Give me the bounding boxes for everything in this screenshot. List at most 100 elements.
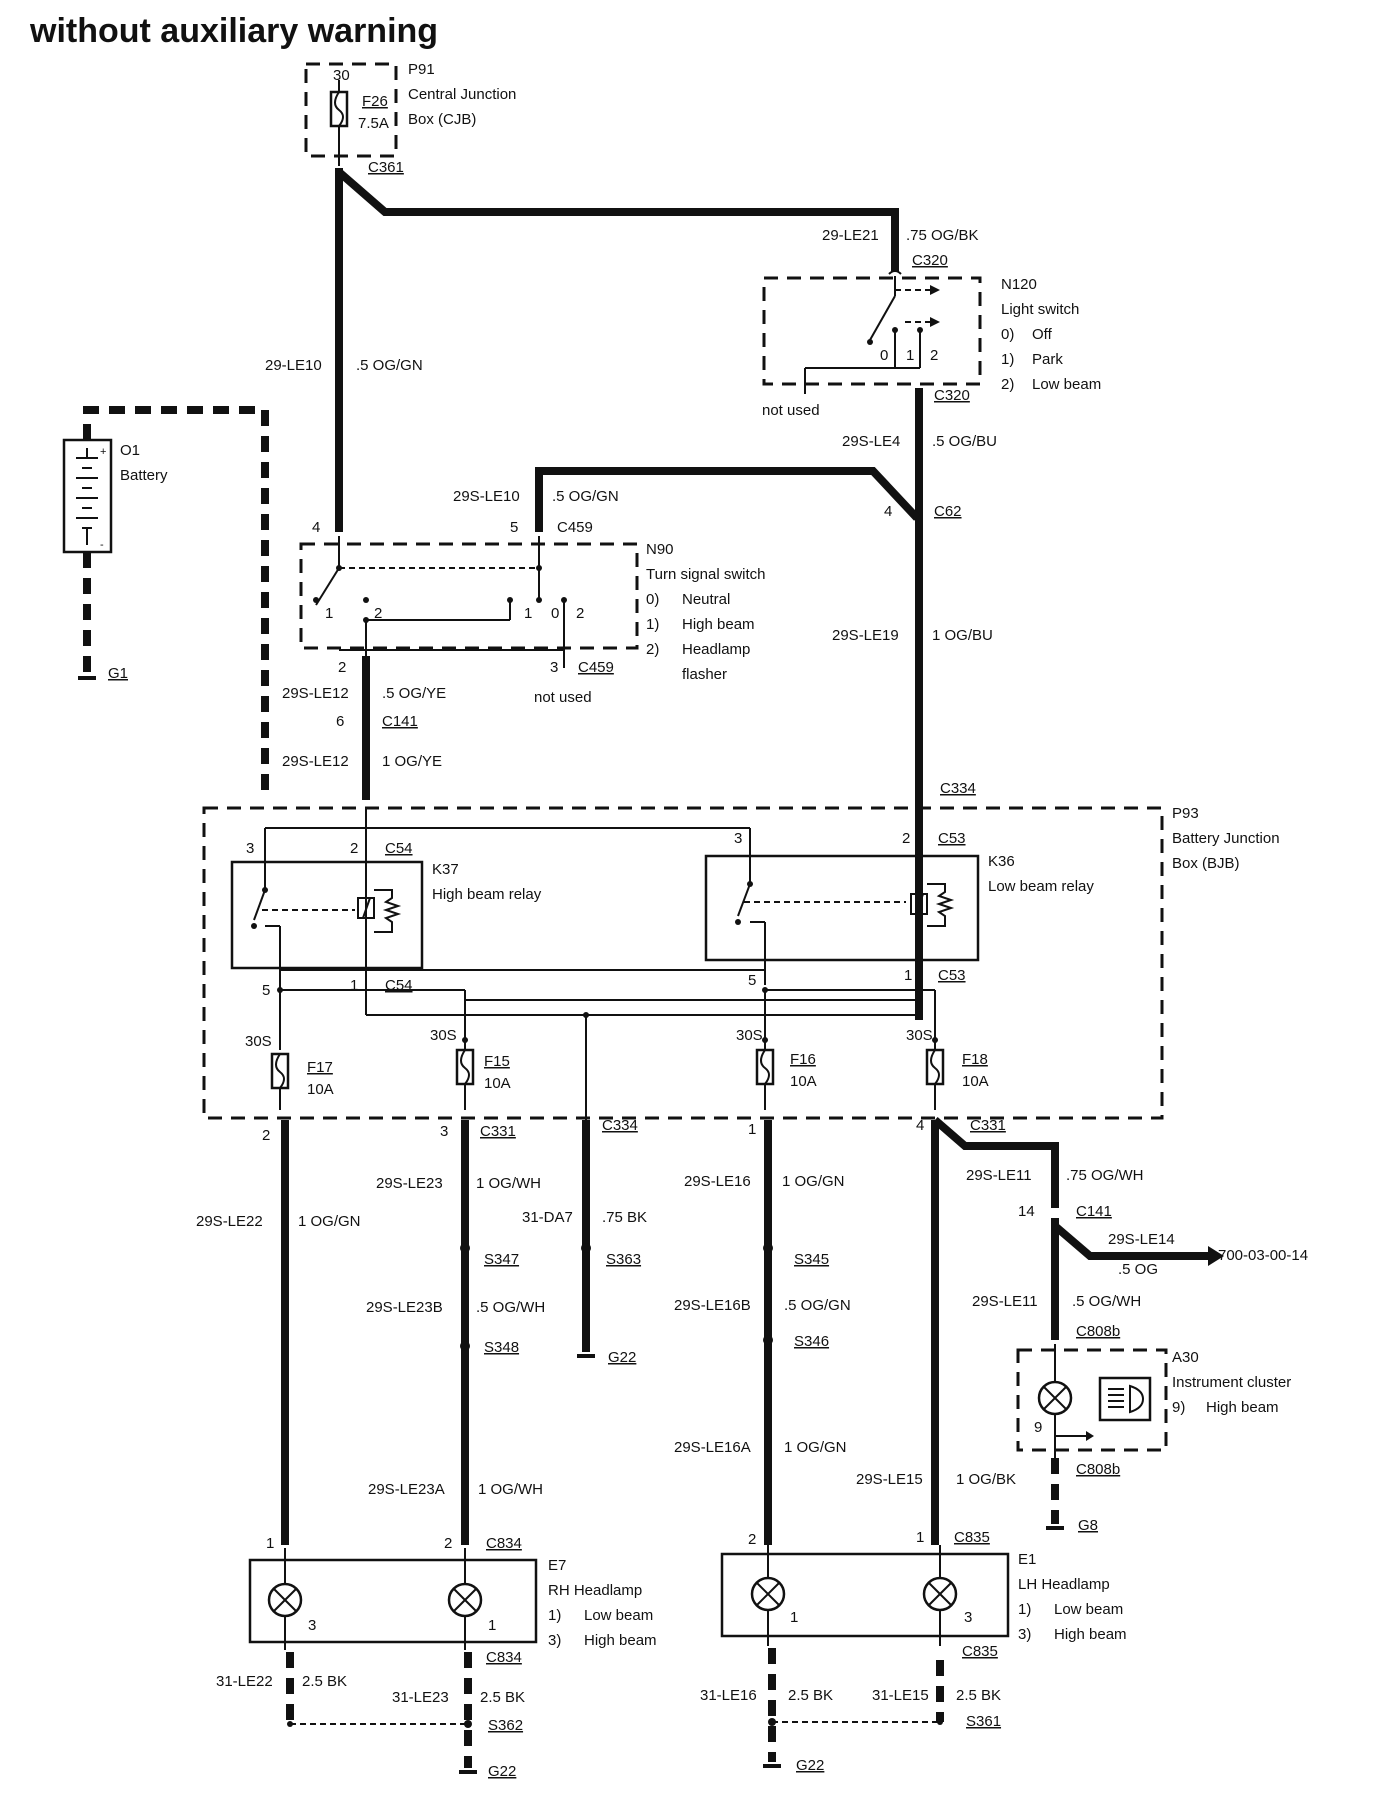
- wire-g-le23-circuit: 31-LE23: [392, 1689, 449, 1706]
- n90-pos0: Neutral: [682, 591, 730, 608]
- wire-29s-le14: [1052, 1222, 1210, 1260]
- k36-pin-5: 5: [748, 972, 756, 989]
- fuse-f18-term: 30S: [906, 1027, 933, 1044]
- fuse-f26-element: [334, 91, 344, 127]
- fuse-f16-term: 30S: [736, 1027, 763, 1044]
- wire-sle10-circuit: 29S-LE10: [453, 488, 520, 505]
- e7-pin-2: 2: [444, 1535, 452, 1552]
- n90-pos2-num: 2): [646, 641, 659, 658]
- c331-pin-3: 3: [440, 1123, 448, 1140]
- c835-bottom: C835: [962, 1643, 998, 1660]
- splice-s347: S347: [484, 1251, 519, 1268]
- wire-le4-circuit: 29S-LE4: [842, 433, 900, 450]
- e1-pos3: High beam: [1054, 1626, 1127, 1643]
- wire-le12a-circuit: 29S-LE12: [282, 685, 349, 702]
- e1-pos1: Low beam: [1054, 1601, 1123, 1618]
- wire-da7-circuit: 31-DA7: [522, 1209, 573, 1226]
- k36-low-beam-relay: 3 2 C53 K36 Low beam relay 5 1 C53: [704, 830, 1094, 989]
- p93-id: P93: [1172, 805, 1199, 822]
- battery-plus: +: [100, 446, 106, 458]
- c53-top: C53: [938, 830, 966, 847]
- splice-s346: S346: [794, 1333, 829, 1350]
- fuse-f16-rating: 10A: [790, 1073, 817, 1090]
- e7-lamp-pin-3: 3: [308, 1617, 316, 1634]
- wire-le23b-circuit: 29S-LE23B: [366, 1299, 443, 1316]
- wire-le16-spec: 1 OG/GN: [782, 1173, 845, 1190]
- splice-s363: S363: [606, 1251, 641, 1268]
- o1-name: Battery: [120, 467, 168, 484]
- e7-pos3-num: 3): [548, 1632, 561, 1649]
- c334-top: C334: [940, 780, 976, 797]
- wire-g-le23-spec: 2.5 BK: [480, 1689, 525, 1706]
- n120-sw-1: 1: [906, 347, 914, 364]
- k36-pin-3: 3: [734, 830, 742, 847]
- reference-700-03-00-14: 700-03-00-14: [1218, 1247, 1308, 1264]
- c141a-pin: 6: [336, 713, 344, 730]
- c834-bottom: C834: [486, 1649, 522, 1666]
- c141b-pin: 14: [1018, 1203, 1035, 1220]
- wire-le21-spec: .75 OG/BK: [906, 227, 979, 244]
- arrow-to-reference: [1208, 1246, 1224, 1266]
- n90-swr-0: 0: [551, 605, 559, 622]
- c459-bottom: C459: [578, 659, 614, 676]
- wire-g-le16-spec: 2.5 BK: [788, 1687, 833, 1704]
- fuse-f18-rating: 10A: [962, 1073, 989, 1090]
- e7-pos1: Low beam: [584, 1607, 653, 1624]
- n90-name: Turn signal switch: [646, 566, 766, 583]
- c54-top: C54: [385, 840, 413, 857]
- fuse-f18-id: F18: [962, 1051, 988, 1068]
- n90-pos0-num: 0): [646, 591, 659, 608]
- wire-le11b-circuit: 29S-LE11: [972, 1293, 1038, 1310]
- n90-pos1: High beam: [682, 616, 755, 633]
- e1-name: LH Headlamp: [1018, 1576, 1110, 1593]
- wire-le23a-spec: 1 OG/WH: [478, 1481, 543, 1498]
- c62-connector: C62: [934, 503, 962, 520]
- k37-pin-2: 2: [350, 840, 358, 857]
- e1-pin-2: 2: [748, 1531, 756, 1548]
- splice-s345: S345: [794, 1251, 829, 1268]
- e1-id: E1: [1018, 1551, 1036, 1568]
- e1-pin-1: 1: [916, 1529, 924, 1546]
- n90-pin-3: 3: [550, 659, 558, 676]
- c808b-top: C808b: [1076, 1323, 1120, 1340]
- wire-le12b-spec: 1 OG/YE: [382, 753, 442, 770]
- page-title: without auxiliary warning: [29, 12, 438, 50]
- k37-pin-1: 1: [350, 977, 358, 994]
- k37-pin-3: 3: [246, 840, 254, 857]
- a30-instrument-cluster: C808b 9 A30 Instrument cluster 9) High b…: [1016, 1323, 1291, 1534]
- wire-le15-spec: 1 OG/BK: [956, 1471, 1016, 1488]
- wire-g-le16-circuit: 31-LE16: [700, 1687, 757, 1704]
- p91-central-junction-box: 30 F26 7.5A P91 Central Junction Box (CJ…: [304, 61, 516, 176]
- n90-pos2a: Headlamp: [682, 641, 750, 658]
- a30-name: Instrument cluster: [1172, 1374, 1291, 1391]
- wire-le16a-circuit: 29S-LE16A: [674, 1439, 751, 1456]
- wire-le4-spec: .5 OG/BU: [932, 433, 997, 450]
- n90-pin-5: 5: [510, 519, 518, 536]
- fuse-f15-id: F15: [484, 1053, 510, 1070]
- c320-top: C320: [912, 252, 948, 269]
- c54-bottom: C54: [385, 977, 413, 994]
- wire-le22-circuit: 29S-LE22: [196, 1213, 263, 1230]
- n120-switch-blade: [869, 295, 896, 341]
- n120-pos0-num: 0): [1001, 326, 1014, 343]
- p93-name-2: Box (BJB): [1172, 855, 1240, 872]
- a30-item: High beam: [1206, 1399, 1279, 1416]
- fuse-f15-rating: 10A: [484, 1075, 511, 1092]
- splice-s362: S362: [488, 1717, 523, 1734]
- k36-name: Low beam relay: [988, 878, 1094, 895]
- wire-da7-spec: .75 BK: [602, 1209, 647, 1226]
- n90-swr-1: 1: [524, 605, 532, 622]
- c331-pin-4: 4: [916, 1117, 924, 1134]
- wire-sle10-spec: .5 OG/GN: [552, 488, 619, 505]
- c459-top: C459: [557, 519, 593, 536]
- k37-high-beam-relay: 3 2 C54 K37 High beam relay 5 1 C54: [230, 840, 542, 999]
- wire-le11a-circuit: 29S-LE11: [966, 1167, 1032, 1184]
- p91-name-2: Box (CJB): [408, 111, 476, 128]
- wire-le11a-spec: .75 OG/WH: [1066, 1167, 1144, 1184]
- e1-box: [720, 1552, 1010, 1638]
- c141a-connector: C141: [382, 713, 418, 730]
- fuse-f17-term: 30S: [245, 1033, 272, 1050]
- wire-le16b-circuit: 29S-LE16B: [674, 1297, 751, 1314]
